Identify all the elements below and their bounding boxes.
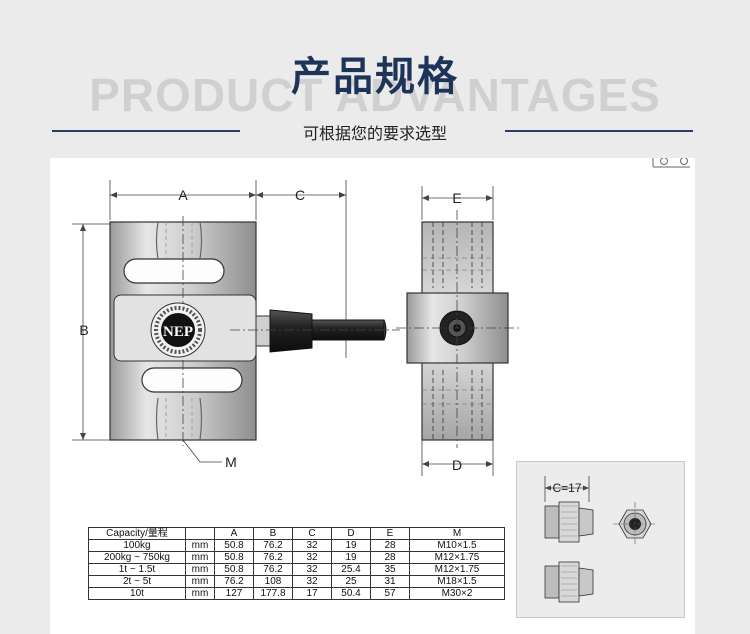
cable-gland-drawing: C=17 bbox=[544, 476, 657, 603]
spec-table-header-row: Capacity/量程 A B C D E M bbox=[88, 527, 505, 540]
spec-cell: 76.2 bbox=[253, 551, 293, 564]
inset-dim-label: C=17 bbox=[552, 481, 581, 495]
spec-cell: 32 bbox=[292, 563, 332, 576]
spec-cell: 50.8 bbox=[214, 563, 254, 576]
spec-cell: 25 bbox=[331, 575, 371, 588]
spec-cell: mm bbox=[185, 539, 215, 552]
spec-cell: 28 bbox=[370, 539, 410, 552]
spec-cell: 100kg bbox=[88, 539, 186, 552]
spec-cell: 57 bbox=[370, 587, 410, 600]
spec-header-cell: A bbox=[214, 527, 254, 540]
cable-gland-inset: C=17 bbox=[516, 461, 685, 618]
spec-cell: M12×1.75 bbox=[409, 551, 505, 564]
svg-text:NEP: NEP bbox=[163, 324, 193, 340]
spec-cell: 76.2 bbox=[253, 539, 293, 552]
load-cell-brand-logo: NEP bbox=[150, 302, 206, 358]
spec-header-cell: D bbox=[331, 527, 371, 540]
spec-cell: 35 bbox=[370, 563, 410, 576]
spec-cell: 25.4 bbox=[331, 563, 371, 576]
spec-cell: 28 bbox=[370, 551, 410, 564]
dim-label-c: C bbox=[295, 187, 305, 203]
spec-cell: 32 bbox=[292, 575, 332, 588]
spec-cell: mm bbox=[185, 551, 215, 564]
spec-cell: M12×1.75 bbox=[409, 563, 505, 576]
spec-cell: 76.2 bbox=[214, 575, 254, 588]
page-title: 产品规格 bbox=[291, 54, 459, 100]
spec-cell: mm bbox=[185, 575, 215, 588]
spec-header-cell: Capacity/量程 bbox=[88, 527, 186, 540]
table-row: 100kg mm 50.8 76.2 32 19 28 M10×1.5 bbox=[88, 539, 505, 552]
header-rule-left bbox=[52, 130, 240, 132]
front-view-load-cell: NEP bbox=[72, 180, 400, 463]
table-row: 200kg ~ 750kg mm 50.8 76.2 32 19 28 M12×… bbox=[88, 551, 505, 564]
page-subtitle: 可根据您的要求选型 bbox=[302, 124, 447, 143]
spec-cell: M30×2 bbox=[409, 587, 505, 600]
spec-cell: mm bbox=[185, 563, 215, 576]
dim-label-m: M bbox=[225, 454, 237, 470]
spec-header-cell: E bbox=[370, 527, 410, 540]
spec-table: Capacity/量程 A B C D E M 100kg mm 50.8 76… bbox=[88, 527, 505, 600]
spec-cell: 2t ~ 5t bbox=[88, 575, 186, 588]
spec-cell: M18×1.5 bbox=[409, 575, 505, 588]
spec-header-cell bbox=[185, 527, 215, 540]
spec-cell: mm bbox=[185, 587, 215, 600]
spec-cell: 17 bbox=[292, 587, 332, 600]
corner-mark-icon bbox=[652, 158, 690, 168]
spec-cell: 50.4 bbox=[331, 587, 371, 600]
spec-cell: 1t ~ 1.5t bbox=[88, 563, 186, 576]
spec-cell: 32 bbox=[292, 551, 332, 564]
background-watermark-text: PRODUCT ADVANTAGES bbox=[89, 69, 661, 121]
spec-cell: 19 bbox=[331, 551, 371, 564]
spec-cell: 50.8 bbox=[214, 551, 254, 564]
spec-cell: 177.8 bbox=[253, 587, 293, 600]
spec-cell: 108 bbox=[253, 575, 293, 588]
dim-label-b: B bbox=[79, 322, 88, 338]
dim-label-a: A bbox=[178, 187, 188, 203]
cable-gland-side-icon bbox=[544, 501, 594, 543]
dim-label-e: E bbox=[452, 190, 461, 206]
spec-cell: 76.2 bbox=[253, 563, 293, 576]
spec-cell: 10t bbox=[88, 587, 186, 600]
cable-gland-end-view-icon bbox=[613, 502, 657, 546]
spec-cell: 19 bbox=[331, 539, 371, 552]
cable-gland-side-icon bbox=[544, 561, 594, 603]
table-row: 10t mm 127 177.8 17 50.4 57 M30×2 bbox=[88, 587, 505, 600]
spec-cell: 127 bbox=[214, 587, 254, 600]
spec-header-cell: B bbox=[253, 527, 293, 540]
spec-header-cell: C bbox=[292, 527, 332, 540]
table-row: 1t ~ 1.5t mm 50.8 76.2 32 25.4 35 M12×1.… bbox=[88, 563, 505, 576]
dim-label-d: D bbox=[452, 457, 462, 473]
spec-cell: 50.8 bbox=[214, 539, 254, 552]
side-view-load-cell bbox=[396, 186, 520, 476]
table-row: 2t ~ 5t mm 76.2 108 32 25 31 M18×1.5 bbox=[88, 575, 505, 588]
technical-drawing: NEP bbox=[72, 158, 690, 476]
spec-cell: M10×1.5 bbox=[409, 539, 505, 552]
spec-cell: 200kg ~ 750kg bbox=[88, 551, 186, 564]
header-rule-right bbox=[505, 130, 693, 132]
spec-header-cell: M bbox=[409, 527, 505, 540]
spec-cell: 32 bbox=[292, 539, 332, 552]
spec-cell: 31 bbox=[370, 575, 410, 588]
